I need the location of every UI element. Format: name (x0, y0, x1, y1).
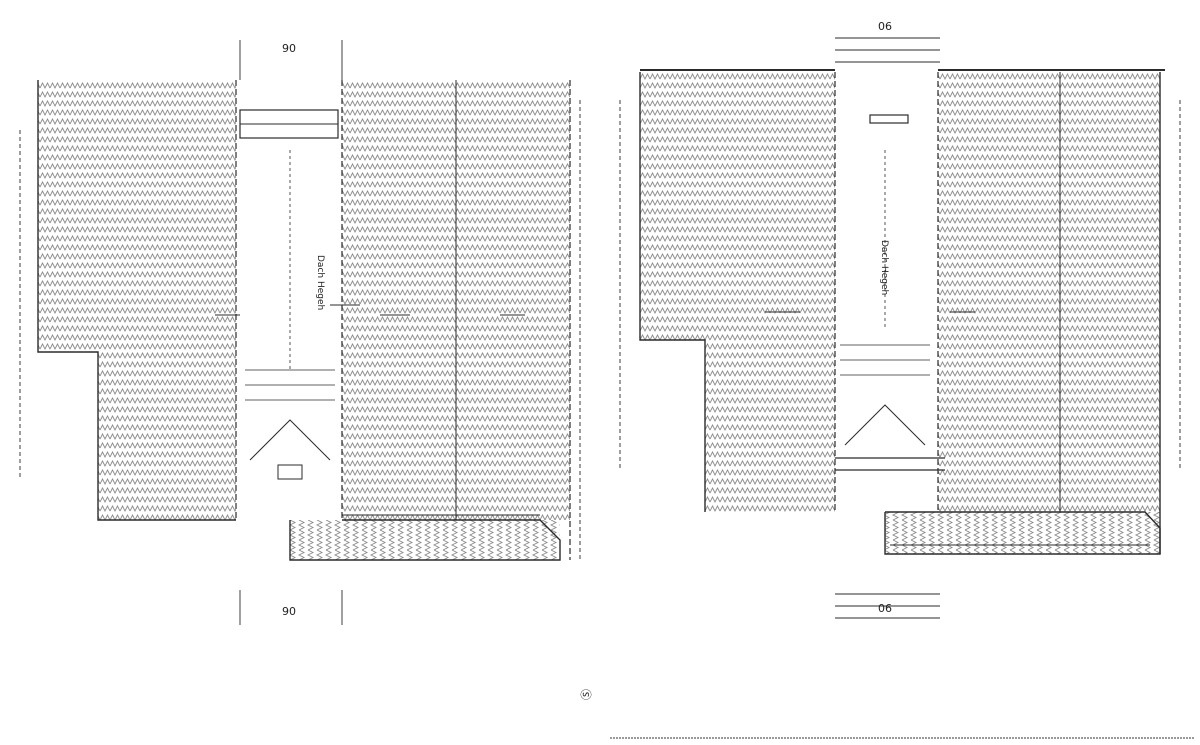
right-bottom-dimension: 06 (878, 602, 892, 615)
left-bottom-dimension: 90 (282, 605, 296, 618)
left-side-mark: Ⓢ (580, 689, 593, 700)
right-plan: Dach Hegeh (619, 37, 1181, 619)
right-top-dimension: 06 (878, 20, 892, 33)
right-roof-area-right (938, 72, 1160, 512)
left-roof-area-lower (98, 352, 236, 520)
left-roof-area-bottom-strip (290, 520, 560, 560)
left-outline (37, 80, 236, 521)
left-roof-area-upper (38, 80, 236, 352)
right-outline (639, 72, 706, 512)
left-stair-label: Dach Hegeh (315, 255, 325, 310)
left-top-dimension: 90 (282, 42, 296, 55)
left-plan: Dach Hegeh (19, 40, 581, 625)
right-roof-area-lower-left (705, 340, 835, 512)
right-roof-area-bottom-strip (885, 512, 1160, 554)
right-roof-area-left (640, 72, 835, 340)
right-stair-label: Dach Hegeh (879, 240, 889, 295)
